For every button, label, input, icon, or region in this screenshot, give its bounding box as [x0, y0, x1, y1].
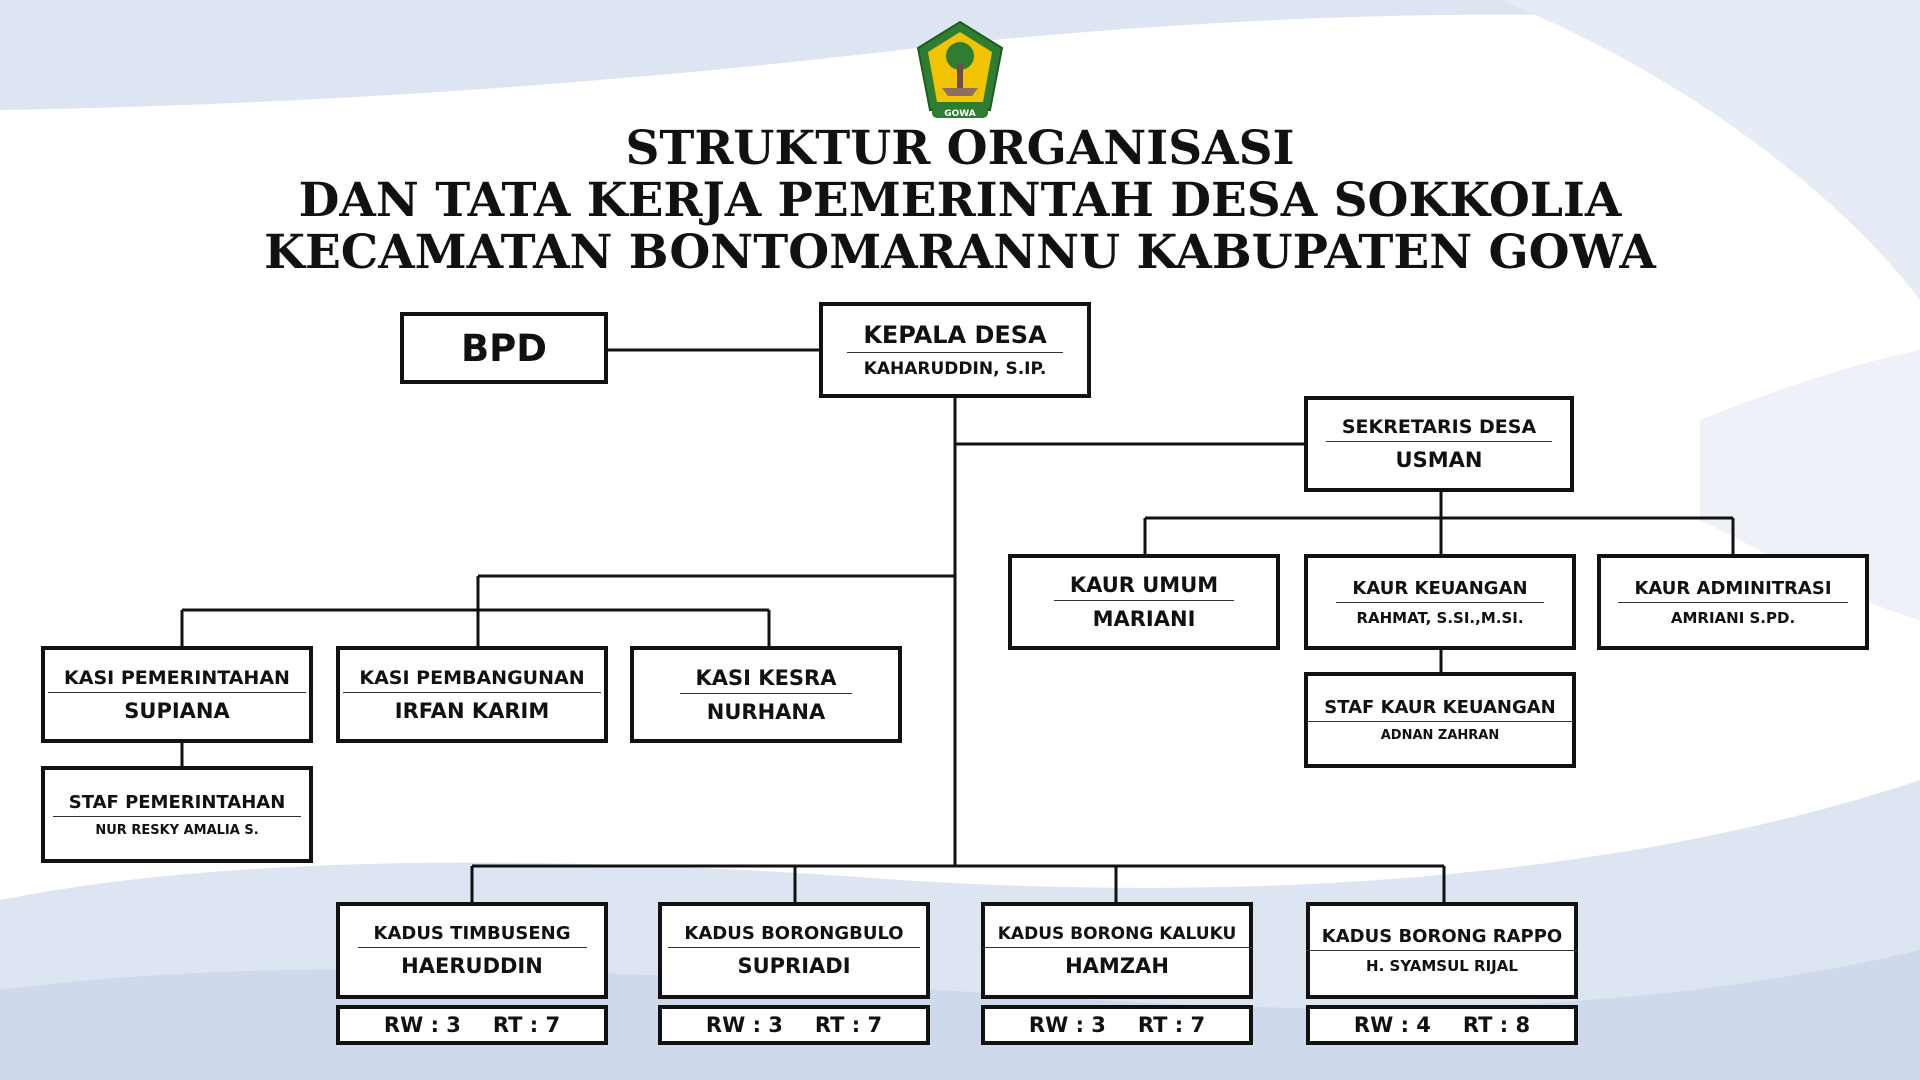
staf-pemerintahan-role: STAF PEMERINTAHAN	[52, 792, 302, 817]
kasi-pemerintahan-name: SUPIANA	[124, 698, 230, 723]
rw-count: RW : 3	[705, 1013, 783, 1037]
kaur-umum-box: KAUR UMUM MARIANI	[1008, 554, 1280, 650]
kadus-timbuseng-name: HAERUDDIN	[401, 954, 543, 978]
kadus-borong-kaluku-name: HAMZAH	[1065, 953, 1169, 978]
kadus-borongbulo-role: KADUS BORONGBULO	[668, 923, 920, 948]
kasi-pembangunan-role: KASI PEMBANGUNAN	[343, 667, 601, 693]
staf-pemerintahan-name: NUR RESKY AMALIA S.	[95, 822, 259, 838]
kadus-timbuseng-role: KADUS TIMBUSENG	[357, 923, 587, 948]
kasi-pemerintahan-role: KASI PEMERINTAHAN	[48, 667, 306, 693]
sekretaris-desa-name: USMAN	[1395, 448, 1483, 472]
kasi-pembangunan-box: KASI PEMBANGUNAN IRFAN KARIM	[336, 646, 608, 743]
title-line-1: STRUKTUR ORGANISASI	[625, 121, 1295, 176]
gowa-regency-logo: GOWA	[916, 20, 1004, 119]
kadus-borongbulo-name: SUPRIADI	[737, 954, 851, 978]
kaur-adminitrasi-box: KAUR ADMINITRASI AMRIANI S.PD.	[1597, 554, 1869, 650]
kasi-pembangunan-name: IRFAN KARIM	[394, 698, 550, 723]
rw-rt-timbuseng: RW : 3 RT : 7	[336, 1005, 608, 1045]
logo-text: GOWA	[944, 109, 976, 119]
staf-pemerintahan-box: STAF PEMERINTAHAN NUR RESKY AMALIA S.	[41, 766, 313, 863]
kaur-keuangan-role: KAUR KEUANGAN	[1336, 578, 1544, 603]
kepala-desa-role: KEPALA DESA	[847, 321, 1063, 353]
kaur-umum-name: MARIANI	[1092, 607, 1196, 631]
kasi-kesra-name: NURHANA	[706, 699, 826, 724]
rw-rt-borong-kaluku: RW : 3 RT : 7	[981, 1005, 1253, 1045]
rt-count: RT : 8	[1462, 1013, 1531, 1037]
rt-count: RT : 7	[492, 1013, 561, 1037]
kadus-borong-rappo-name: H. SYAMSUL RIJAL	[1366, 957, 1518, 975]
kadus-borong-kaluku-role: KADUS BORONG KALUKU	[981, 924, 1253, 948]
bpd-box: BPD	[400, 312, 608, 384]
kasi-kesra-box: KASI KESRA NURHANA	[630, 646, 902, 743]
rw-rt-borong-rappo: RW : 4 RT : 8	[1306, 1005, 1578, 1045]
kaur-keuangan-box: KAUR KEUANGAN RAHMAT, S.SI.,M.SI.	[1304, 554, 1576, 650]
kasi-pemerintahan-box: KASI PEMERINTAHAN SUPIANA	[41, 646, 313, 743]
kadus-borong-kaluku-box: KADUS BORONG KALUKU HAMZAH	[981, 902, 1253, 999]
kasi-kesra-role: KASI KESRA	[679, 666, 853, 694]
sekretaris-desa-role: SEKRETARIS DESA	[1325, 416, 1553, 442]
kaur-adminitrasi-name: AMRIANI S.PD.	[1670, 608, 1796, 627]
staf-kaur-keuangan-role: STAF KAUR KEUANGAN	[1308, 697, 1572, 722]
rw-count: RW : 3	[1028, 1013, 1106, 1037]
title-line-3: KECAMATAN BONTOMARANNU KABUPATEN GOWA	[264, 225, 1656, 280]
kaur-keuangan-name: RAHMAT, S.SI.,M.SI.	[1356, 608, 1524, 627]
rw-rt-borongbulo: RW : 3 RT : 7	[658, 1005, 930, 1045]
kadus-borong-rappo-role: KADUS BORONG RAPPO	[1305, 926, 1579, 951]
kepala-desa-name: KAHARUDDIN, S.IP.	[863, 359, 1047, 379]
staf-kaur-keuangan-name: ADNAN ZAHRAN	[1380, 728, 1500, 743]
rt-count: RT : 7	[814, 1013, 883, 1037]
title-line-2: DAN TATA KERJA PEMERINTAH DESA SOKKOLIA	[298, 173, 1622, 228]
kadus-borongbulo-box: KADUS BORONGBULO SUPRIADI	[658, 902, 930, 999]
kaur-adminitrasi-role: KAUR ADMINITRASI	[1618, 578, 1848, 603]
sekretaris-desa-box: SEKRETARIS DESA USMAN	[1304, 396, 1574, 492]
kadus-timbuseng-box: KADUS TIMBUSENG HAERUDDIN	[336, 902, 608, 999]
rt-count: RT : 7	[1137, 1013, 1206, 1037]
kadus-borong-rappo-box: KADUS BORONG RAPPO H. SYAMSUL RIJAL	[1305, 902, 1579, 999]
bpd-label: BPD	[460, 326, 548, 370]
rw-count: RW : 3	[383, 1013, 461, 1037]
kepala-desa-box: KEPALA DESA KAHARUDDIN, S.IP.	[819, 302, 1091, 398]
staf-kaur-keuangan-box: STAF KAUR KEUANGAN ADNAN ZAHRAN	[1304, 672, 1576, 768]
rw-count: RW : 4	[1353, 1013, 1431, 1037]
kaur-umum-role: KAUR UMUM	[1053, 573, 1235, 601]
